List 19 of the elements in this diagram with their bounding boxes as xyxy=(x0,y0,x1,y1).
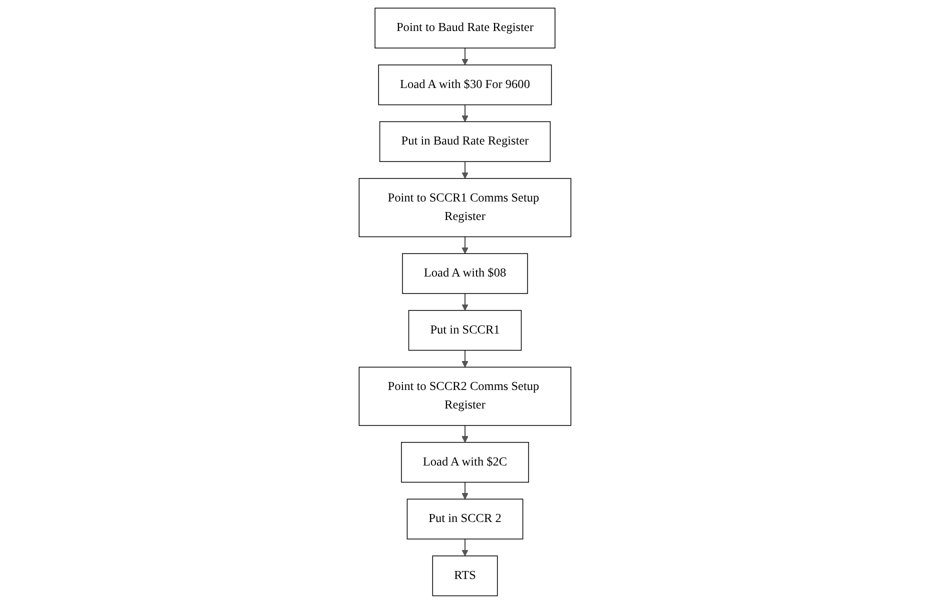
node-box: Put in SCCR 2 xyxy=(406,498,524,540)
arrow xyxy=(462,104,468,122)
arrow xyxy=(462,539,468,556)
node-box: Put in SCCR1 xyxy=(408,310,522,351)
node-box: Point to Baud Rate Register xyxy=(374,8,556,48)
arrow xyxy=(462,350,468,368)
arrow xyxy=(462,48,468,66)
node-box: Load A with $08 xyxy=(402,253,528,294)
node-box: Load A with $2C xyxy=(401,442,529,483)
node-box: Load A with $30 For 9600 xyxy=(378,64,552,106)
node-box: Point to SCCR2 Comms Setup Register xyxy=(358,366,572,426)
node-box: Point to SCCR1 Comms Setup Register xyxy=(358,178,572,238)
arrow xyxy=(462,482,468,500)
arrow xyxy=(462,426,468,443)
node-box: RTS xyxy=(432,556,498,596)
arrow xyxy=(462,294,468,311)
arrow xyxy=(462,162,468,179)
arrow xyxy=(462,236,468,254)
node-box: Put in Baud Rate Register xyxy=(379,121,551,162)
